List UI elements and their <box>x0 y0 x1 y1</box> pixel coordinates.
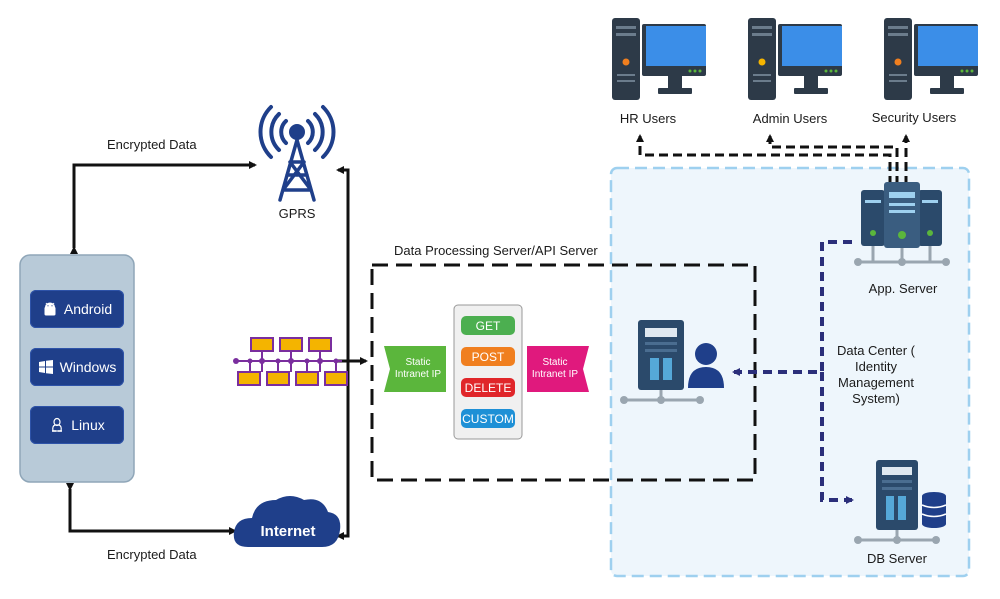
hr-users-computer-icon <box>612 18 706 100</box>
linux-icon <box>52 417 63 432</box>
static-ip-tag-right <box>527 346 589 392</box>
encrypted-data-top-label: Encrypted Data <box>107 137 197 152</box>
data-center-label: Data Center ( Identity Management System… <box>836 343 916 406</box>
network-icon <box>233 337 348 386</box>
windows-icon <box>38 360 53 374</box>
internet-cloud-icon <box>233 496 341 547</box>
windows-button[interactable]: Windows <box>30 348 124 386</box>
arrow-gprs-to-network <box>342 168 350 538</box>
linux-button[interactable]: Linux <box>30 406 124 444</box>
app-server-label: App. Server <box>868 281 938 296</box>
db-server-icon <box>854 460 947 544</box>
custom-method-button[interactable]: CUSTOM <box>461 409 515 428</box>
link-appserver-identity <box>732 240 852 376</box>
api-methods-panel <box>453 304 523 440</box>
post-method-button[interactable]: POST <box>461 347 515 366</box>
static-ip-left-text: Static Intranet IP <box>394 357 442 380</box>
delete-method-button[interactable]: DELETE <box>461 378 515 397</box>
security-users-computer-icon <box>884 18 978 100</box>
user-links <box>636 134 910 185</box>
data-processing-title: Data Processing Server/API Server <box>394 243 598 258</box>
link-datacenter-db <box>820 372 854 504</box>
admin-users-label: Admin Users <box>752 111 828 126</box>
get-method-button[interactable]: GET <box>461 316 515 335</box>
linux-label: Linux <box>71 417 105 433</box>
android-icon <box>44 302 56 316</box>
gprs-tower-icon <box>258 105 336 202</box>
encrypted-data-bottom-label: Encrypted Data <box>107 547 197 562</box>
arrow-client-gprs <box>70 161 257 254</box>
db-server-label: DB Server <box>867 551 927 566</box>
arrow-client-internet <box>66 483 237 535</box>
identity-server-icon <box>620 320 724 404</box>
android-button[interactable]: Android <box>30 290 124 328</box>
security-users-label: Security Users <box>871 110 957 125</box>
static-ip-tag-left <box>384 346 446 392</box>
android-label: Android <box>63 301 113 317</box>
admin-users-computer-icon <box>748 18 842 100</box>
static-ip-right-text: Static Intranet IP <box>531 357 579 380</box>
gprs-label: GPRS <box>278 206 316 221</box>
app-server-icon <box>854 182 950 266</box>
internet-label: Internet <box>260 523 316 540</box>
hr-users-label: HR Users <box>619 111 677 126</box>
windows-label: Windows <box>59 359 117 375</box>
